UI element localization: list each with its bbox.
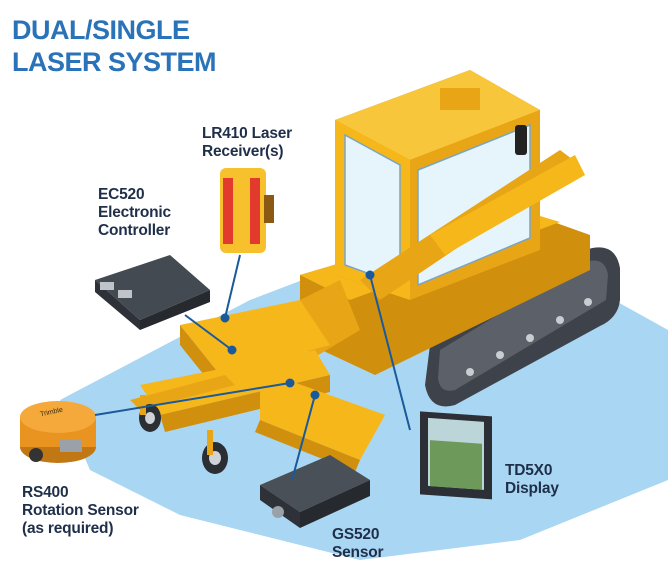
diagram-title: DUAL/SINGLE LASER SYSTEM [12, 14, 217, 78]
ec520-label-line-1: EC520 [98, 186, 145, 203]
gs520-label: GS520 Sensor [332, 526, 384, 562]
machine-body [130, 70, 590, 472]
title-line-2: LASER SYSTEM [12, 47, 217, 77]
td5x0-label: TD5X0 Display [505, 462, 559, 498]
td5x0-display [420, 411, 492, 500]
lr410-label: LR410 Laser Receiver(s) [202, 125, 292, 161]
rs400-sensor [20, 401, 96, 463]
title-line-1: DUAL/SINGLE [12, 15, 190, 45]
lr410-receiver [220, 168, 274, 253]
ec520-controller [95, 255, 210, 330]
ec520-label: EC520 Electronic Controller [98, 186, 171, 240]
front-wheels [139, 395, 228, 474]
crawler-track [425, 247, 620, 407]
ec520-label-line-2: Electronic [98, 204, 171, 221]
gs520-label-line-1: GS520 [332, 526, 380, 543]
rs400-label: RS400 Rotation Sensor (as required) [22, 484, 139, 538]
td5x0-label-line-1: TD5X0 [505, 462, 553, 479]
rs400-label-line-1: RS400 [22, 484, 69, 501]
gs520-sensor [260, 455, 370, 528]
lr410-label-line-2: Receiver(s) [202, 143, 284, 160]
lr410-label-line-1: LR410 Laser [202, 125, 292, 142]
rs400-label-line-3: (as required) [22, 520, 114, 537]
ec520-label-line-3: Controller [98, 222, 171, 239]
gs520-label-line-2: Sensor [332, 544, 384, 561]
callout-lines [94, 254, 411, 481]
rs400-label-line-2: Rotation Sensor [22, 502, 139, 519]
td5x0-label-line-2: Display [505, 480, 559, 497]
